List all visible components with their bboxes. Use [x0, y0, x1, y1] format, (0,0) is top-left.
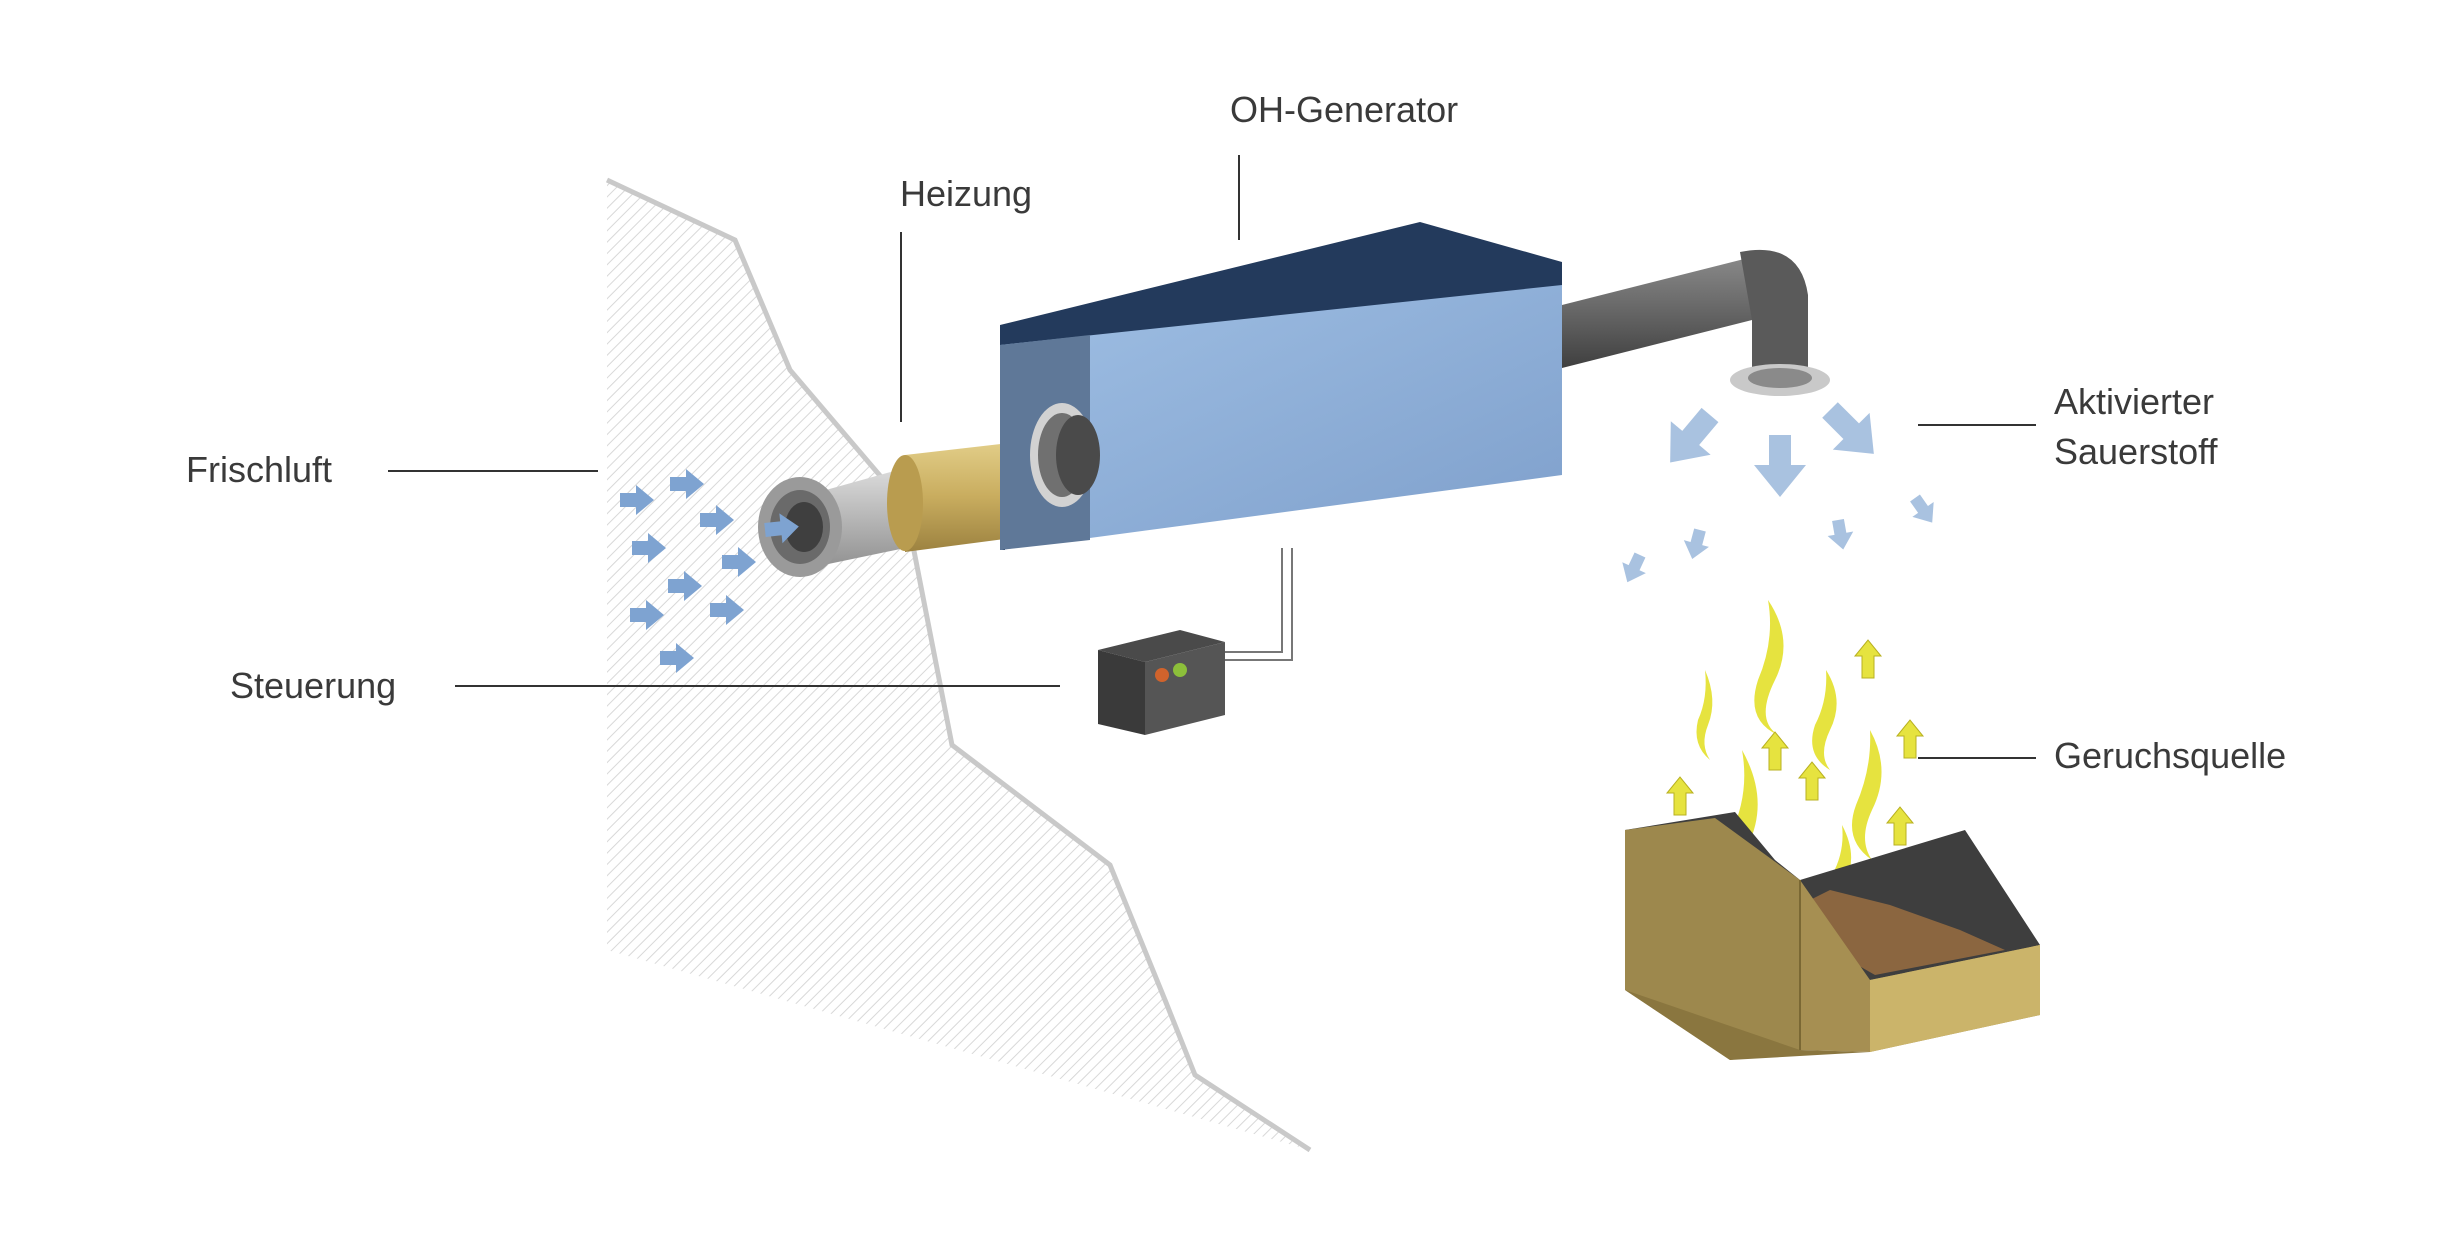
up-arrow — [1797, 761, 1827, 801]
fresh-air-arrows — [620, 469, 756, 673]
leader-heizung — [900, 232, 902, 422]
up-arrow — [1895, 719, 1925, 759]
leader-steuerung — [455, 685, 1060, 687]
leader-frischluft — [388, 470, 598, 472]
label-heizung: Heizung — [900, 173, 1033, 214]
air-arrow — [710, 595, 744, 625]
odor-flame — [1754, 600, 1784, 735]
odor-source-bin — [1625, 812, 2040, 1060]
odor-flame — [1696, 670, 1713, 760]
oh-generator — [1000, 222, 1562, 550]
leader-oh-generator — [1238, 155, 1240, 240]
up-arrow — [1760, 731, 1790, 771]
label-aktivierter-line2: Sauerstoff — [2054, 431, 2218, 472]
generator-front — [1000, 285, 1562, 550]
label-aktivierter-line1: Aktivierter — [2054, 381, 2215, 422]
oxygen-arrow — [1827, 518, 1854, 550]
oxygen-arrow — [1822, 402, 1874, 454]
odor-up-arrows — [1665, 639, 1925, 846]
outlet-pipe — [1562, 249, 1830, 396]
label-frischluft: Frischluft — [186, 449, 333, 490]
air-arrow — [670, 469, 704, 499]
leader-aktivierter — [1918, 424, 2036, 426]
label-steuerung: Steuerung — [230, 665, 397, 706]
status-led-green — [1173, 663, 1187, 677]
air-arrow — [632, 533, 666, 563]
oxygen-arrow — [1622, 552, 1646, 583]
label-oh-generator: OH-Generator — [1230, 89, 1459, 130]
odor-flame — [1812, 670, 1837, 770]
air-arrow — [764, 513, 799, 544]
air-inlet — [758, 468, 905, 577]
air-arrow — [660, 643, 694, 673]
oxygen-arrow — [1910, 494, 1934, 523]
air-arrow — [700, 505, 734, 535]
label-geruchsquelle: Geruchsquelle — [2054, 735, 2287, 776]
activated-oxygen-arrows — [1622, 402, 1934, 583]
oxygen-arrow — [1754, 435, 1806, 497]
up-arrow — [1853, 639, 1883, 679]
air-arrow — [620, 485, 654, 515]
air-arrow — [630, 600, 664, 630]
status-led-orange — [1155, 668, 1169, 682]
air-arrow — [722, 547, 756, 577]
up-arrow — [1885, 806, 1915, 846]
control-unit — [1098, 548, 1293, 735]
up-arrow — [1665, 776, 1695, 816]
odor-flame — [1851, 730, 1882, 860]
leader-geruchsquelle — [1918, 757, 2036, 759]
oxygen-arrow — [1683, 528, 1709, 559]
air-arrow — [668, 571, 702, 601]
oxygen-arrow — [1670, 407, 1719, 463]
wall — [605, 177, 1312, 1153]
